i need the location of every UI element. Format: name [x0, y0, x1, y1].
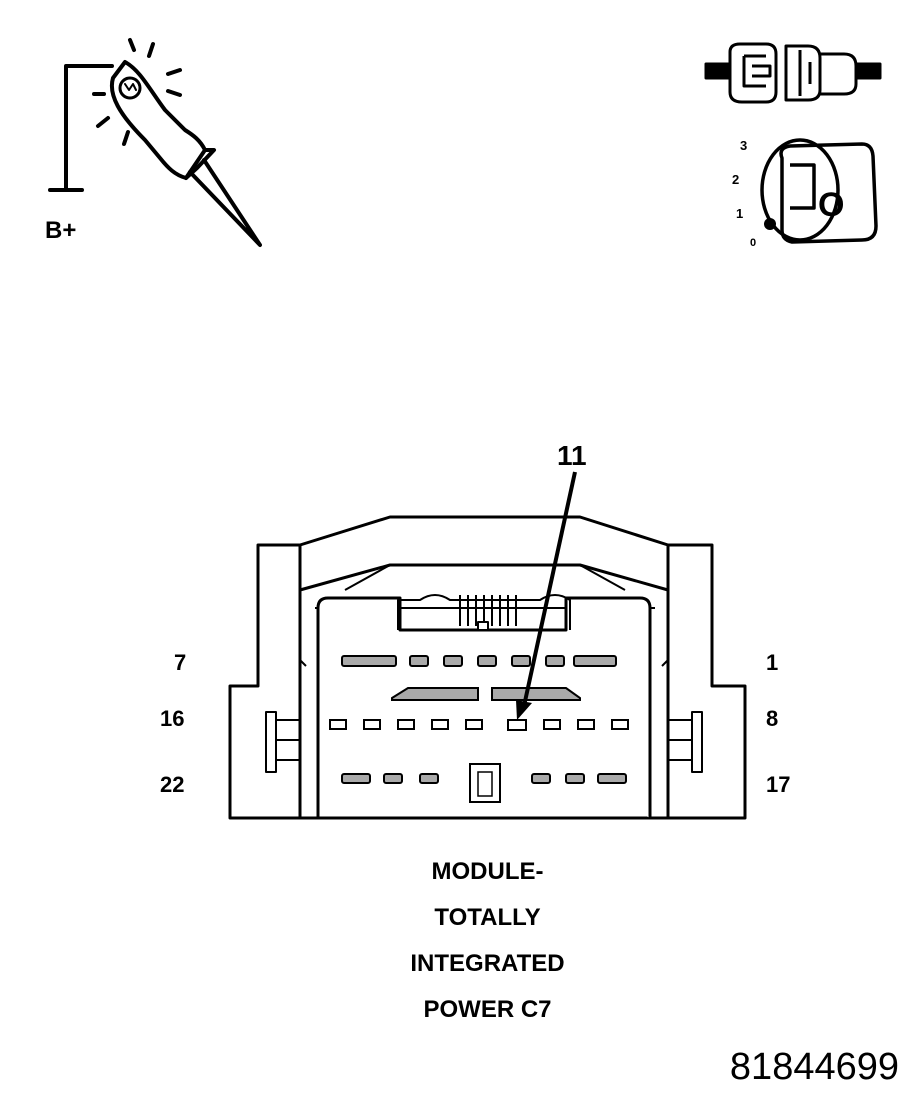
pin-10: [543, 719, 561, 730]
pin-22: [341, 773, 371, 784]
callout-label: 11: [557, 440, 587, 471]
pin-15: [363, 719, 381, 730]
ignition-pos-1: 1: [736, 206, 743, 221]
pin-6: [409, 655, 429, 667]
keying-bars: [391, 687, 581, 701]
pin-12: [465, 719, 483, 730]
connector-disconnect-icon: [704, 42, 882, 104]
callout-arrow: [516, 471, 577, 720]
ignition-key-icon: [760, 138, 878, 244]
pin-14: [397, 719, 415, 730]
pin-1: [573, 655, 617, 667]
ignition-pos-2: 2: [732, 172, 739, 187]
pin-17: [597, 773, 627, 784]
pin-label-row1-left: 7: [174, 650, 186, 675]
pin-2: [545, 655, 565, 667]
connector-face: [228, 515, 747, 820]
pin-4: [477, 655, 497, 667]
pin-row-3: [341, 763, 627, 803]
pin-row-1: [341, 655, 617, 667]
pin-19: [531, 773, 551, 784]
pin-18: [565, 773, 585, 784]
pin-row-2: [329, 719, 629, 731]
pin-16: [329, 719, 347, 730]
document-number: 81844699: [729, 1046, 899, 1088]
pin-3: [511, 655, 531, 667]
pin-5: [443, 655, 463, 667]
pin-20: [419, 773, 439, 784]
pin-label-row3-right: 17: [766, 772, 790, 797]
pin-13: [431, 719, 449, 730]
pin-label-row2-left: 16: [160, 706, 184, 731]
ignition-pos-0: 0: [750, 237, 756, 249]
probe-label: B+: [45, 217, 76, 244]
ignition-pos-3: 3: [740, 138, 747, 153]
ignition-key-letter: O: [818, 186, 844, 224]
caption-line-3: INTEGRATED: [410, 950, 565, 977]
pin-label-row1-right: 1: [766, 650, 778, 675]
pin-11: [507, 719, 527, 731]
pin-21: [383, 773, 403, 784]
pin-label-row2-right: 8: [766, 706, 778, 731]
pin-8: [611, 719, 629, 730]
caption-line-2: TOTALLY: [434, 904, 541, 931]
caption-line-4: POWER C7: [423, 996, 552, 1023]
pin-9: [577, 719, 595, 730]
pin-7: [341, 655, 397, 667]
test-light-probe-icon: [48, 38, 262, 247]
caption-line-1: MODULE-: [431, 858, 544, 885]
pin-label-row3-left: 22: [160, 772, 184, 797]
